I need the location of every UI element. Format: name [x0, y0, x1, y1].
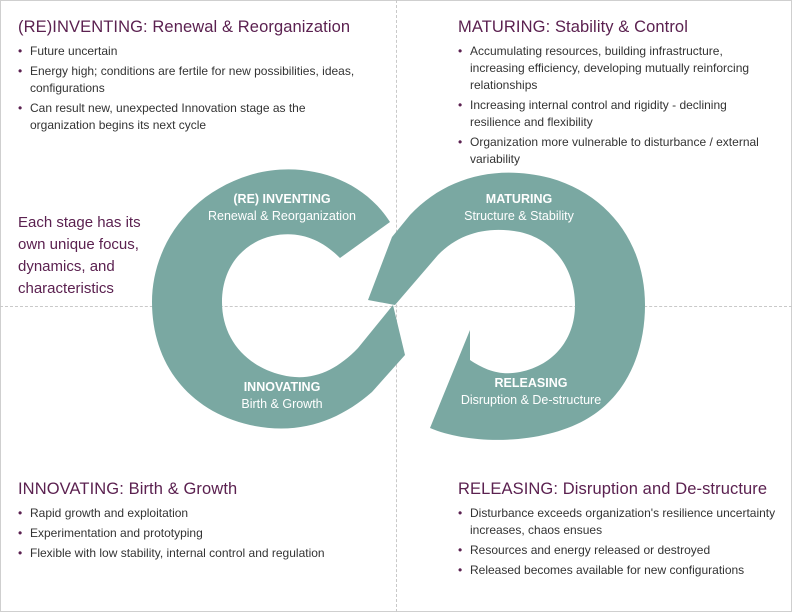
loop-right-lobe: [368, 172, 645, 440]
bullet-icon: •: [458, 44, 463, 58]
bullet-icon: •: [458, 563, 463, 577]
bullet-text: Energy high; conditions are fertile for …: [30, 64, 355, 95]
quadrant-heading: (RE)INVENTING: Renewal & Reorganization: [18, 18, 351, 36]
bullet-text: Disturbance exceeds organization's resil…: [470, 506, 776, 537]
bullet-icon: •: [18, 64, 23, 78]
list-item: • Released becomes available for new conf…: [458, 562, 778, 579]
quadrant-maturing: MATURING: Stability & Control • Accumulat…: [458, 18, 763, 171]
list-item: • Energy high; conditions are fertile for…: [18, 63, 368, 97]
quadrant-heading: MATURING: Stability & Control: [458, 18, 688, 36]
loop-left-lobe: [152, 169, 405, 429]
bullet-icon: •: [458, 98, 463, 112]
loop-label-reinventing-subtitle: Renewal & Reorganization: [208, 209, 356, 223]
quadrant-heading: RELEASING: Disruption and De-structure: [458, 480, 768, 498]
quadrant-reinventing: (RE)INVENTING: Renewal & Reorganization …: [18, 18, 368, 137]
list-item: • Rapid growth and exploitation: [18, 505, 378, 522]
bullet-text: Rapid growth and exploitation: [30, 506, 189, 520]
bullet-text: Organization more vulnerable to disturba…: [470, 135, 759, 166]
bullet-text: Can result new, unexpected Innovation st…: [30, 101, 306, 132]
bullet-list: • Accumulating resources, building infras…: [458, 43, 763, 168]
bullet-text: Future uncertain: [30, 44, 118, 58]
list-item: • Future uncertain: [18, 43, 368, 60]
list-item: • Resources and energy released or destro…: [458, 542, 778, 559]
bullet-text: Resources and energy released or destroy…: [470, 543, 711, 557]
bullet-icon: •: [458, 506, 463, 520]
list-item: • Increasing internal control and rigidit…: [458, 97, 763, 131]
bullet-text: Released becomes available for new confi…: [470, 563, 745, 577]
list-item: • Organization more vulnerable to disturb…: [458, 134, 763, 168]
bullet-text: Flexible with low stability, internal co…: [30, 546, 325, 560]
bullet-text: Experimentation and prototyping: [30, 526, 203, 540]
quadrant-heading: INNOVATING: Birth & Growth: [18, 480, 238, 498]
loop-label-maturing-subtitle: Structure & Stability: [464, 209, 575, 223]
bullet-icon: •: [18, 506, 23, 520]
horizontal-divider: [0, 306, 792, 307]
loop-label-maturing-title: MATURING: [486, 192, 552, 206]
loop-label-innovating-title: INNOVATING: [244, 380, 321, 394]
bullet-icon: •: [18, 526, 23, 540]
side-note: Each stage has its own unique focus, dyn…: [18, 214, 141, 297]
loop-label-releasing-title: RELEASING: [495, 376, 568, 390]
bullet-list: • Disturbance exceeds organization's resi…: [458, 505, 778, 579]
bullet-icon: •: [458, 543, 463, 557]
bullet-text: Increasing internal control and rigidity…: [470, 98, 727, 129]
loop-label-innovating-subtitle: Birth & Growth: [241, 397, 322, 411]
list-item: • Flexible with low stability, internal c…: [18, 545, 378, 562]
list-item: • Experimentation and prototyping: [18, 525, 378, 542]
loop-label-reinventing-title: (RE) INVENTING: [233, 192, 330, 206]
loop-label-releasing-subtitle: Disruption & De-structure: [461, 393, 601, 407]
list-item: • Disturbance exceeds organization's resi…: [458, 505, 778, 539]
bullet-list: • Future uncertain • Energy high; conditio…: [18, 43, 368, 134]
bullet-icon: •: [18, 101, 23, 115]
bullet-icon: •: [18, 44, 23, 58]
bullet-icon: •: [18, 546, 23, 560]
quadrant-innovating: INNOVATING: Birth & Growth • Rapid growth…: [18, 480, 378, 565]
bullet-text: Accumulating resources, building infrast…: [470, 44, 750, 92]
quadrant-releasing: RELEASING: Disruption and De-structure •…: [458, 480, 778, 582]
bullet-icon: •: [458, 135, 463, 149]
bullet-list: • Rapid growth and exploitation • Experime…: [18, 505, 378, 562]
list-item: • Accumulating resources, building infras…: [458, 43, 763, 94]
list-item: • Can result new, unexpected Innovation s…: [18, 100, 368, 134]
